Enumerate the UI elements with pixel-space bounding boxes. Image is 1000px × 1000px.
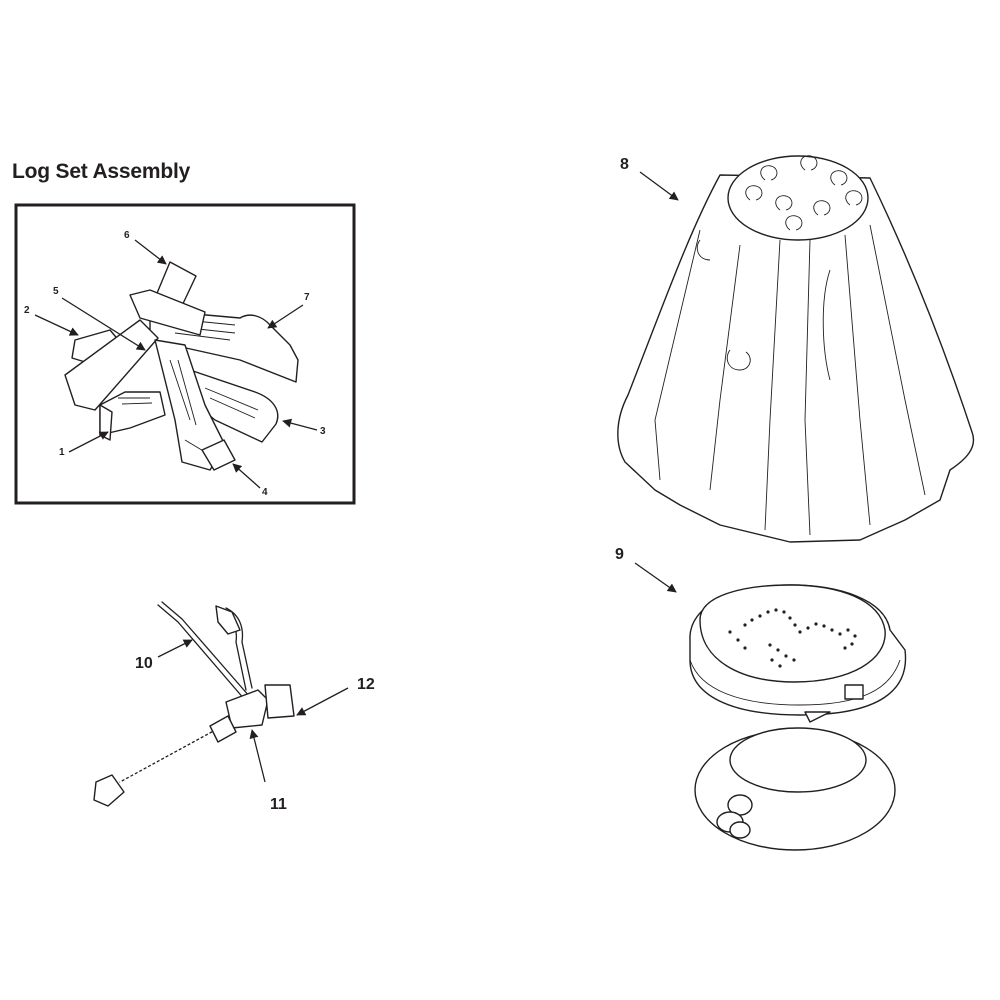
callout-8: 8 — [620, 156, 629, 173]
callout-5: 5 — [53, 286, 59, 297]
burner-ports — [728, 608, 857, 668]
burner-base — [694, 727, 896, 851]
callout-4: 4 — [262, 487, 268, 498]
gas-valve-assembly — [93, 601, 295, 807]
callout-10: 10 — [135, 655, 153, 672]
callout-12: 12 — [357, 676, 375, 693]
leader-9 — [634, 562, 677, 593]
callout-6: 6 — [124, 230, 130, 241]
callout-7: 7 — [304, 292, 310, 303]
log-set-frame — [14, 203, 356, 505]
callout-9: 9 — [615, 546, 624, 563]
page-title: Log Set Assembly — [12, 160, 191, 183]
log-set-leader-lines — [34, 239, 318, 489]
log-set-illustration — [64, 261, 299, 471]
callout-3: 3 — [320, 426, 326, 437]
leader-8 — [639, 171, 679, 201]
callout-11: 11 — [270, 796, 287, 813]
gas-valve-leader-lines — [157, 639, 349, 783]
callout-2: 2 — [24, 305, 30, 316]
log-cone-cover — [617, 155, 975, 543]
burner-pan — [689, 584, 907, 723]
callout-1: 1 — [59, 447, 65, 458]
